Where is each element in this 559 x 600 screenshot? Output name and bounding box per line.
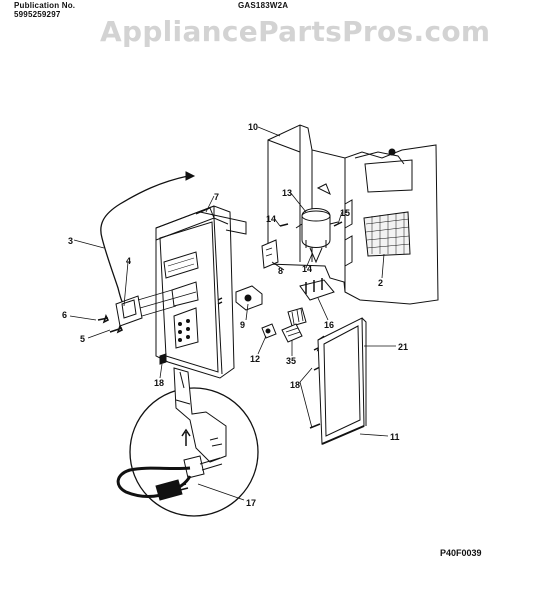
part-label-16: 16 bbox=[324, 320, 334, 330]
part-label-12: 12 bbox=[250, 354, 260, 364]
part-label-11: 11 bbox=[390, 432, 400, 442]
relay-bracket bbox=[287, 278, 335, 327]
thermistor-cord bbox=[100, 171, 196, 309]
fan-parts bbox=[261, 323, 303, 343]
part-label-18-a: 18 bbox=[154, 378, 164, 388]
rear-panel bbox=[267, 124, 439, 305]
part-label-35: 35 bbox=[286, 356, 296, 366]
part-label-6: 6 bbox=[62, 310, 67, 320]
part-label-3: 3 bbox=[68, 236, 73, 246]
thermistor-bracket bbox=[115, 289, 197, 327]
control-box bbox=[155, 205, 247, 379]
leader-lines bbox=[69, 126, 396, 501]
side-bracket bbox=[261, 239, 279, 269]
part-label-10: 10 bbox=[248, 122, 258, 132]
part-label-5: 5 bbox=[80, 334, 85, 344]
part-label-8: 8 bbox=[278, 266, 283, 276]
part-label-2: 2 bbox=[378, 278, 383, 288]
publication-number: 5995259297 bbox=[14, 10, 61, 19]
part-label-4: 4 bbox=[126, 256, 131, 266]
diagram-code: P40F0039 bbox=[440, 548, 482, 558]
part-label-13: 13 bbox=[282, 188, 292, 198]
cord-detail-view bbox=[116, 367, 259, 517]
part-label-14-a: 14 bbox=[266, 214, 276, 224]
watermark: AppliancePartsPros.com bbox=[100, 15, 491, 48]
part-label-15: 15 bbox=[340, 208, 350, 218]
grille bbox=[363, 211, 411, 257]
cover-panel bbox=[317, 317, 367, 445]
fuse-clip bbox=[235, 285, 263, 311]
publication-label: Publication No. bbox=[14, 1, 76, 10]
part-label-18-b: 18 bbox=[290, 380, 300, 390]
capacitor bbox=[295, 208, 339, 264]
part-number-labels: 10 7 3 4 6 5 18 13 14 15 8 14 2 9 16 12 … bbox=[62, 122, 408, 508]
part-label-17: 17 bbox=[246, 498, 256, 508]
part-label-21: 21 bbox=[398, 342, 408, 352]
part-label-7: 7 bbox=[214, 192, 219, 202]
part-label-14-b: 14 bbox=[302, 264, 312, 274]
part-label-9: 9 bbox=[240, 320, 245, 330]
model-number: GAS183W2A bbox=[238, 1, 289, 10]
